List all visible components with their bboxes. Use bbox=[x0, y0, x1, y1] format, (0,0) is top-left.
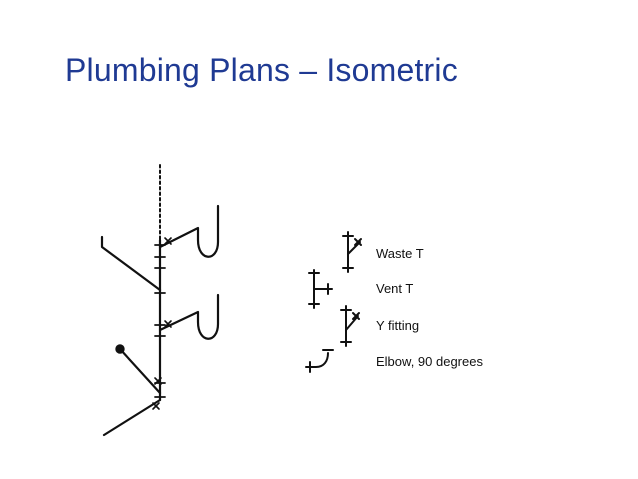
lower-fixture-trap bbox=[158, 293, 220, 340]
elbow-90-symbol bbox=[305, 349, 334, 373]
upper-left-branch bbox=[100, 235, 162, 292]
stack-fitting-marks bbox=[154, 244, 166, 398]
slide-title: Plumbing Plans – Isometric bbox=[65, 52, 458, 88]
legend-label-elbow-90: Elbow, 90 degrees bbox=[376, 354, 483, 369]
upper-fixture-trap bbox=[158, 204, 220, 258]
legend-label-vent-tee: Vent T bbox=[376, 281, 414, 296]
legend-label-y-fitting: Y fitting bbox=[376, 318, 420, 333]
building-drain bbox=[102, 398, 162, 437]
y-fitting-symbol bbox=[340, 305, 360, 347]
lower-left-branch bbox=[118, 347, 162, 395]
legend-symbols bbox=[305, 231, 362, 373]
branch-fitting-marks bbox=[152, 237, 172, 410]
legend-label-waste-tee: Waste T bbox=[376, 246, 424, 261]
waste-tee-symbol bbox=[342, 231, 362, 273]
vent-tee-symbol bbox=[308, 269, 333, 309]
isometric-pipe-riser bbox=[100, 164, 220, 437]
